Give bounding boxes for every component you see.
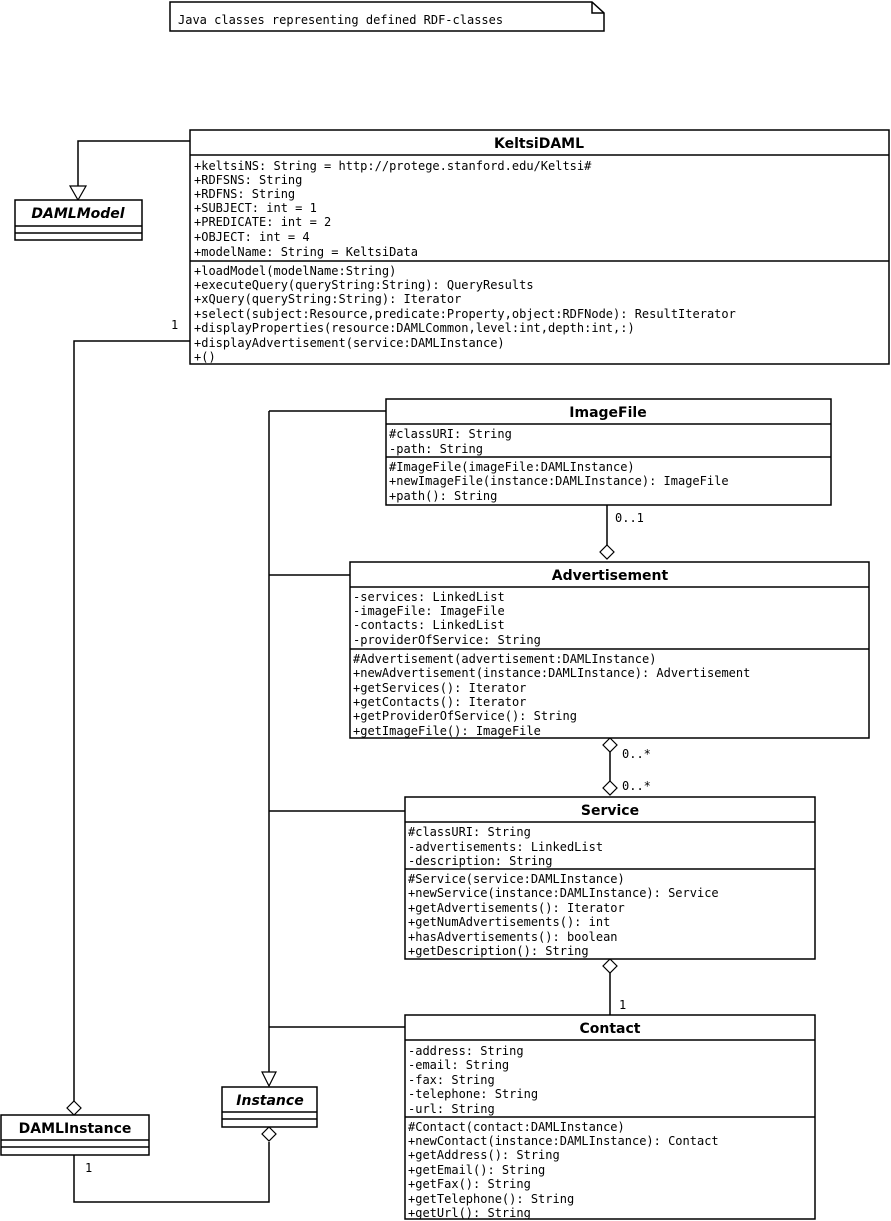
class-name: KeltsiDAML	[494, 136, 584, 152]
class-attribute: +keltsiNS: String = http://protege.stanf…	[194, 159, 592, 173]
class-operation: +displayAdvertisement(service:DAMLInstan…	[194, 336, 505, 350]
class-operation: +newService(instance:DAMLInstance): Serv…	[408, 886, 719, 900]
generalization-arrow	[261, 1071, 277, 1088]
class-attribute: -email: String	[408, 1058, 509, 1072]
damlinstance-to-instance-line	[73, 1142, 270, 1203]
class-attribute: +RDFSNS: String	[194, 173, 302, 187]
class-operation: +getFax(): String	[408, 1177, 531, 1191]
connectors	[66, 140, 618, 1203]
class-name: Contact	[580, 1021, 641, 1037]
class-operation: +xQuery(queryString:String): Iterator	[194, 292, 461, 306]
class-attribute: -providerOfService: String	[353, 633, 541, 647]
class-attribute: +PREDICATE: int = 2	[194, 215, 331, 229]
class-operation: +getServices(): Iterator	[353, 681, 526, 695]
class-attribute: -path: String	[389, 442, 483, 456]
multiplicities: 1 1 0..1 0..* 0..* 1	[85, 318, 651, 1175]
class-name: Service	[581, 803, 639, 819]
class-operation: +select(subject:Resource,predicate:Prope…	[194, 307, 736, 321]
multiplicity-label: 0..1	[615, 511, 644, 525]
class-operation: +getUrl(): String	[408, 1206, 531, 1220]
class-operation: +getAddress(): String	[408, 1148, 560, 1162]
class-name: Advertisement	[552, 568, 669, 584]
multiplicity-label: 1	[85, 1161, 92, 1175]
aggregation-diamond	[602, 958, 618, 974]
class-attribute: -advertisements: LinkedList	[408, 840, 603, 854]
class-name: DAMLInstance	[19, 1121, 132, 1137]
class-attribute: +modelName: String = KeltsiData	[194, 245, 418, 259]
multiplicity-label: 0..*	[622, 779, 651, 793]
class-operation: +getProviderOfService(): String	[353, 709, 577, 723]
class-contact: Contact -address: String -email: String …	[404, 1014, 816, 1220]
aggregation-diamond	[602, 780, 618, 796]
class-attribute: +SUBJECT: int = 1	[194, 201, 317, 215]
class-operation: +getContacts(): Iterator	[353, 695, 526, 709]
class-attribute: -imageFile: ImageFile	[353, 604, 505, 618]
class-attribute: +OBJECT: int = 4	[194, 230, 310, 244]
class-attribute: -contacts: LinkedList	[353, 618, 505, 632]
multiplicity-label: 1	[171, 318, 178, 332]
class-service: Service #classURI: String -advertisement…	[404, 796, 816, 960]
class-operation: +getDescription(): String	[408, 944, 589, 958]
class-attribute: #classURI: String	[408, 825, 531, 839]
class-name: DAMLModel	[31, 206, 124, 222]
class-attribute: -fax: String	[408, 1073, 495, 1087]
aggregation-diamond	[602, 737, 618, 753]
generalization-arrow	[68, 185, 88, 202]
class-operation: #Contact(contact:DAMLInstance)	[408, 1120, 625, 1134]
class-operation: +hasAdvertisements(): boolean	[408, 930, 618, 944]
class-imagefile: ImageFile #classURI: String -path: Strin…	[385, 398, 832, 506]
class-name: Instance	[236, 1093, 303, 1109]
class-keltsidaml: KeltsiDAML +keltsiNS: String = http://pr…	[189, 129, 890, 365]
class-attribute: -description: String	[408, 854, 553, 868]
class-operation: +getAdvertisements(): Iterator	[408, 901, 625, 915]
class-operation: +getTelephone(): String	[408, 1192, 574, 1206]
class-operation: +getEmail(): String	[408, 1163, 545, 1177]
class-operation: +()	[194, 350, 216, 364]
class-operation: +newImageFile(instance:DAMLInstance): Im…	[389, 474, 729, 488]
aggregation-diamond	[66, 1100, 82, 1116]
note: Java classes representing defined RDF-cl…	[169, 1, 605, 32]
class-attribute: -address: String	[408, 1044, 524, 1058]
class-operation: +newAdvertisement(instance:DAMLInstance)…	[353, 666, 750, 680]
aggregation-diamond	[599, 544, 615, 560]
class-attribute: -telephone: String	[408, 1087, 538, 1101]
multiplicity-label: 1	[619, 998, 626, 1012]
class-operation: +getImageFile(): ImageFile	[353, 724, 541, 738]
class-attribute: -services: LinkedList	[353, 590, 505, 604]
class-advertisement: Advertisement -services: LinkedList -ima…	[349, 561, 870, 739]
keltsi-to-damlmodel-line	[77, 140, 190, 186]
class-operation: +getNumAdvertisements(): int	[408, 915, 610, 929]
class-operation: +loadModel(modelName:String)	[194, 264, 396, 278]
aggregation-diamond	[261, 1126, 277, 1142]
note-text: Java classes representing defined RDF-cl…	[178, 13, 503, 27]
class-name: ImageFile	[569, 405, 646, 421]
multiplicity-label: 0..*	[622, 747, 651, 761]
class-operation: +newContact(instance:DAMLInstance): Cont…	[408, 1134, 719, 1148]
class-attribute: #classURI: String	[389, 427, 512, 441]
class-operation: +executeQuery(queryString:String): Query…	[194, 278, 534, 292]
keltsi-to-damlinstance-line	[73, 340, 190, 1102]
class-attribute: -url: String	[408, 1102, 495, 1116]
class-operation: +displayProperties(resource:DAMLCommon,l…	[194, 321, 635, 335]
class-operation: #ImageFile(imageFile:DAMLInstance)	[389, 460, 635, 474]
class-operation: #Advertisement(advertisement:DAMLInstanc…	[353, 652, 656, 666]
class-damlmodel: DAMLModel	[14, 199, 143, 241]
class-damlinstance: DAMLInstance	[0, 1114, 150, 1156]
class-operation: +path(): String	[389, 489, 497, 503]
class-attribute: +RDFNS: String	[194, 187, 295, 201]
class-instance: Instance	[221, 1086, 318, 1128]
class-operation: #Service(service:DAMLInstance)	[408, 872, 625, 886]
